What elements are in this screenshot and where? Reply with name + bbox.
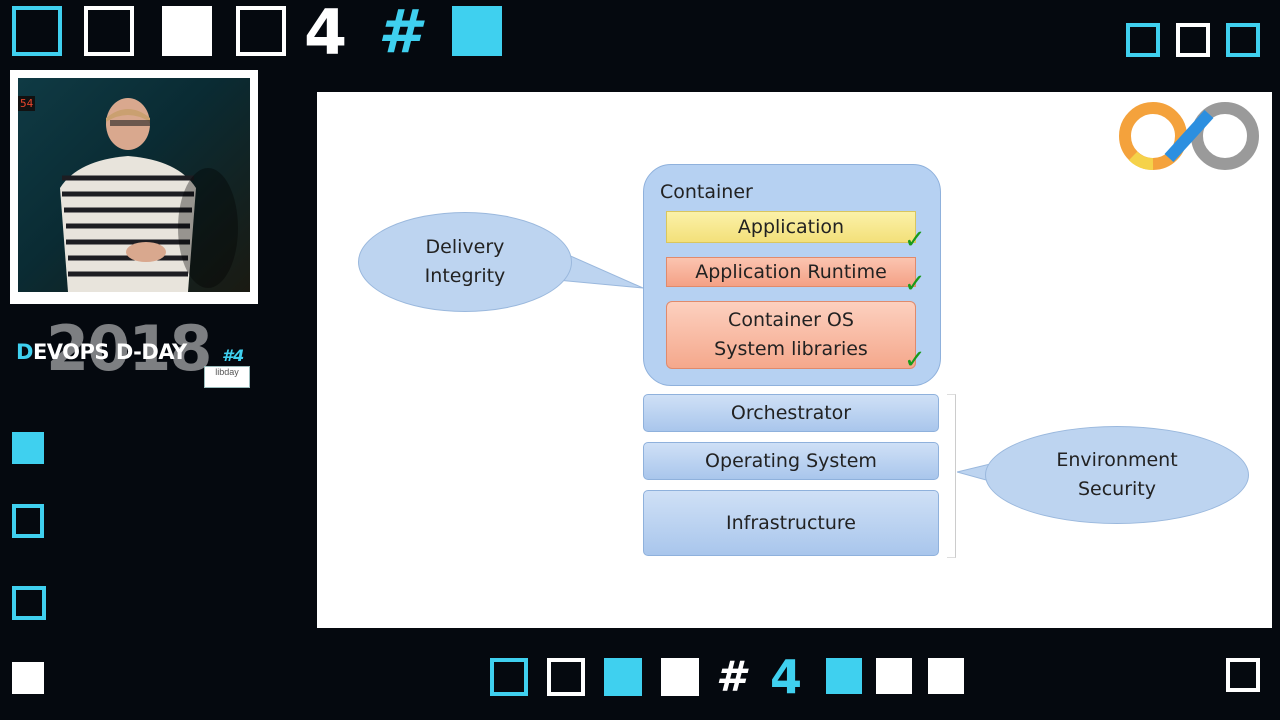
layer-runtime-label: Application Runtime — [695, 260, 887, 283]
decor-square-fill-white — [661, 658, 699, 696]
decor-square-fill-white — [928, 658, 964, 694]
decor-square-outline-white — [1226, 658, 1260, 692]
decor-square-outline-cyan — [12, 586, 46, 620]
decor-square-outline-cyan — [1126, 23, 1160, 57]
env-line1: Environment — [1056, 449, 1178, 471]
decor-digit-4: 4 — [304, 0, 348, 69]
decor-square-fill-white — [162, 6, 212, 56]
brand-title-rest: EVOPS D-DAY — [32, 340, 187, 364]
decor-square-fill-cyan — [604, 658, 642, 696]
speaker-figure-icon — [60, 98, 238, 292]
delivery-pointer-icon — [557, 249, 644, 289]
infrastructure-label: Infrastructure — [725, 512, 856, 534]
decor-square-fill-white — [876, 658, 912, 694]
decor-hash: # — [716, 652, 746, 701]
brand-title-first: D — [16, 340, 33, 364]
decor-hash: # — [378, 0, 420, 67]
check-mark-icon: ✓ — [904, 225, 926, 255]
operating-system-label: Operating System — [705, 450, 877, 472]
layer-application-label: Application — [737, 215, 845, 238]
decor-square-outline-cyan — [12, 504, 44, 538]
layer-operating-system: Operating System — [643, 442, 939, 480]
devops-infinity-logo-icon — [1119, 102, 1260, 170]
container-label: Container — [660, 181, 753, 203]
decor-square-fill-cyan — [826, 658, 862, 694]
stack-bracket — [947, 394, 956, 558]
decor-square-outline-white — [236, 6, 286, 56]
check-mark-icon: ✓ — [904, 269, 926, 299]
decor-square-fill-cyan — [452, 6, 502, 56]
delivery-line2: Integrity — [424, 265, 506, 287]
speaker-video: 54 — [10, 70, 258, 304]
check-mark-icon: ✓ — [904, 345, 926, 375]
layer-application: Application — [666, 211, 916, 243]
brand-hash-number: #4 — [222, 346, 245, 365]
speaker-video-feed: 54 — [18, 78, 250, 292]
orchestrator-label: Orchestrator — [730, 402, 852, 424]
decor-square-fill-white — [12, 662, 44, 694]
layer-application-runtime: Application Runtime — [666, 257, 916, 287]
container-box: Container Application ✓ Application Runt… — [643, 164, 941, 386]
sponsor-logo-text: libday — [215, 367, 239, 377]
decor-square-outline-cyan — [12, 6, 62, 56]
layer-os-line2: System libraries — [714, 338, 868, 360]
decor-square-fill-cyan — [12, 432, 44, 464]
layer-container-os: Container OS System libraries — [666, 301, 916, 369]
layer-os-line1: Container OS — [728, 309, 854, 331]
layer-orchestrator: Orchestrator — [643, 394, 939, 432]
brand-title: DEVOPS D-DAY — [16, 342, 187, 363]
decor-square-outline-white — [84, 6, 134, 56]
decor-digit-4: 4 — [770, 650, 803, 704]
layer-infrastructure: Infrastructure — [643, 490, 939, 556]
decor-square-outline-white — [1176, 23, 1210, 57]
video-counter: 54 — [18, 96, 36, 111]
decor-square-outline-cyan — [490, 658, 528, 696]
brand-year: 2018 — [46, 312, 213, 385]
decor-square-outline-white — [547, 658, 585, 696]
env-line2: Security — [1077, 478, 1156, 500]
sponsor-logo: libday — [204, 366, 250, 388]
delivery-line1: Delivery — [425, 236, 505, 258]
decor-square-outline-cyan — [1226, 23, 1260, 57]
